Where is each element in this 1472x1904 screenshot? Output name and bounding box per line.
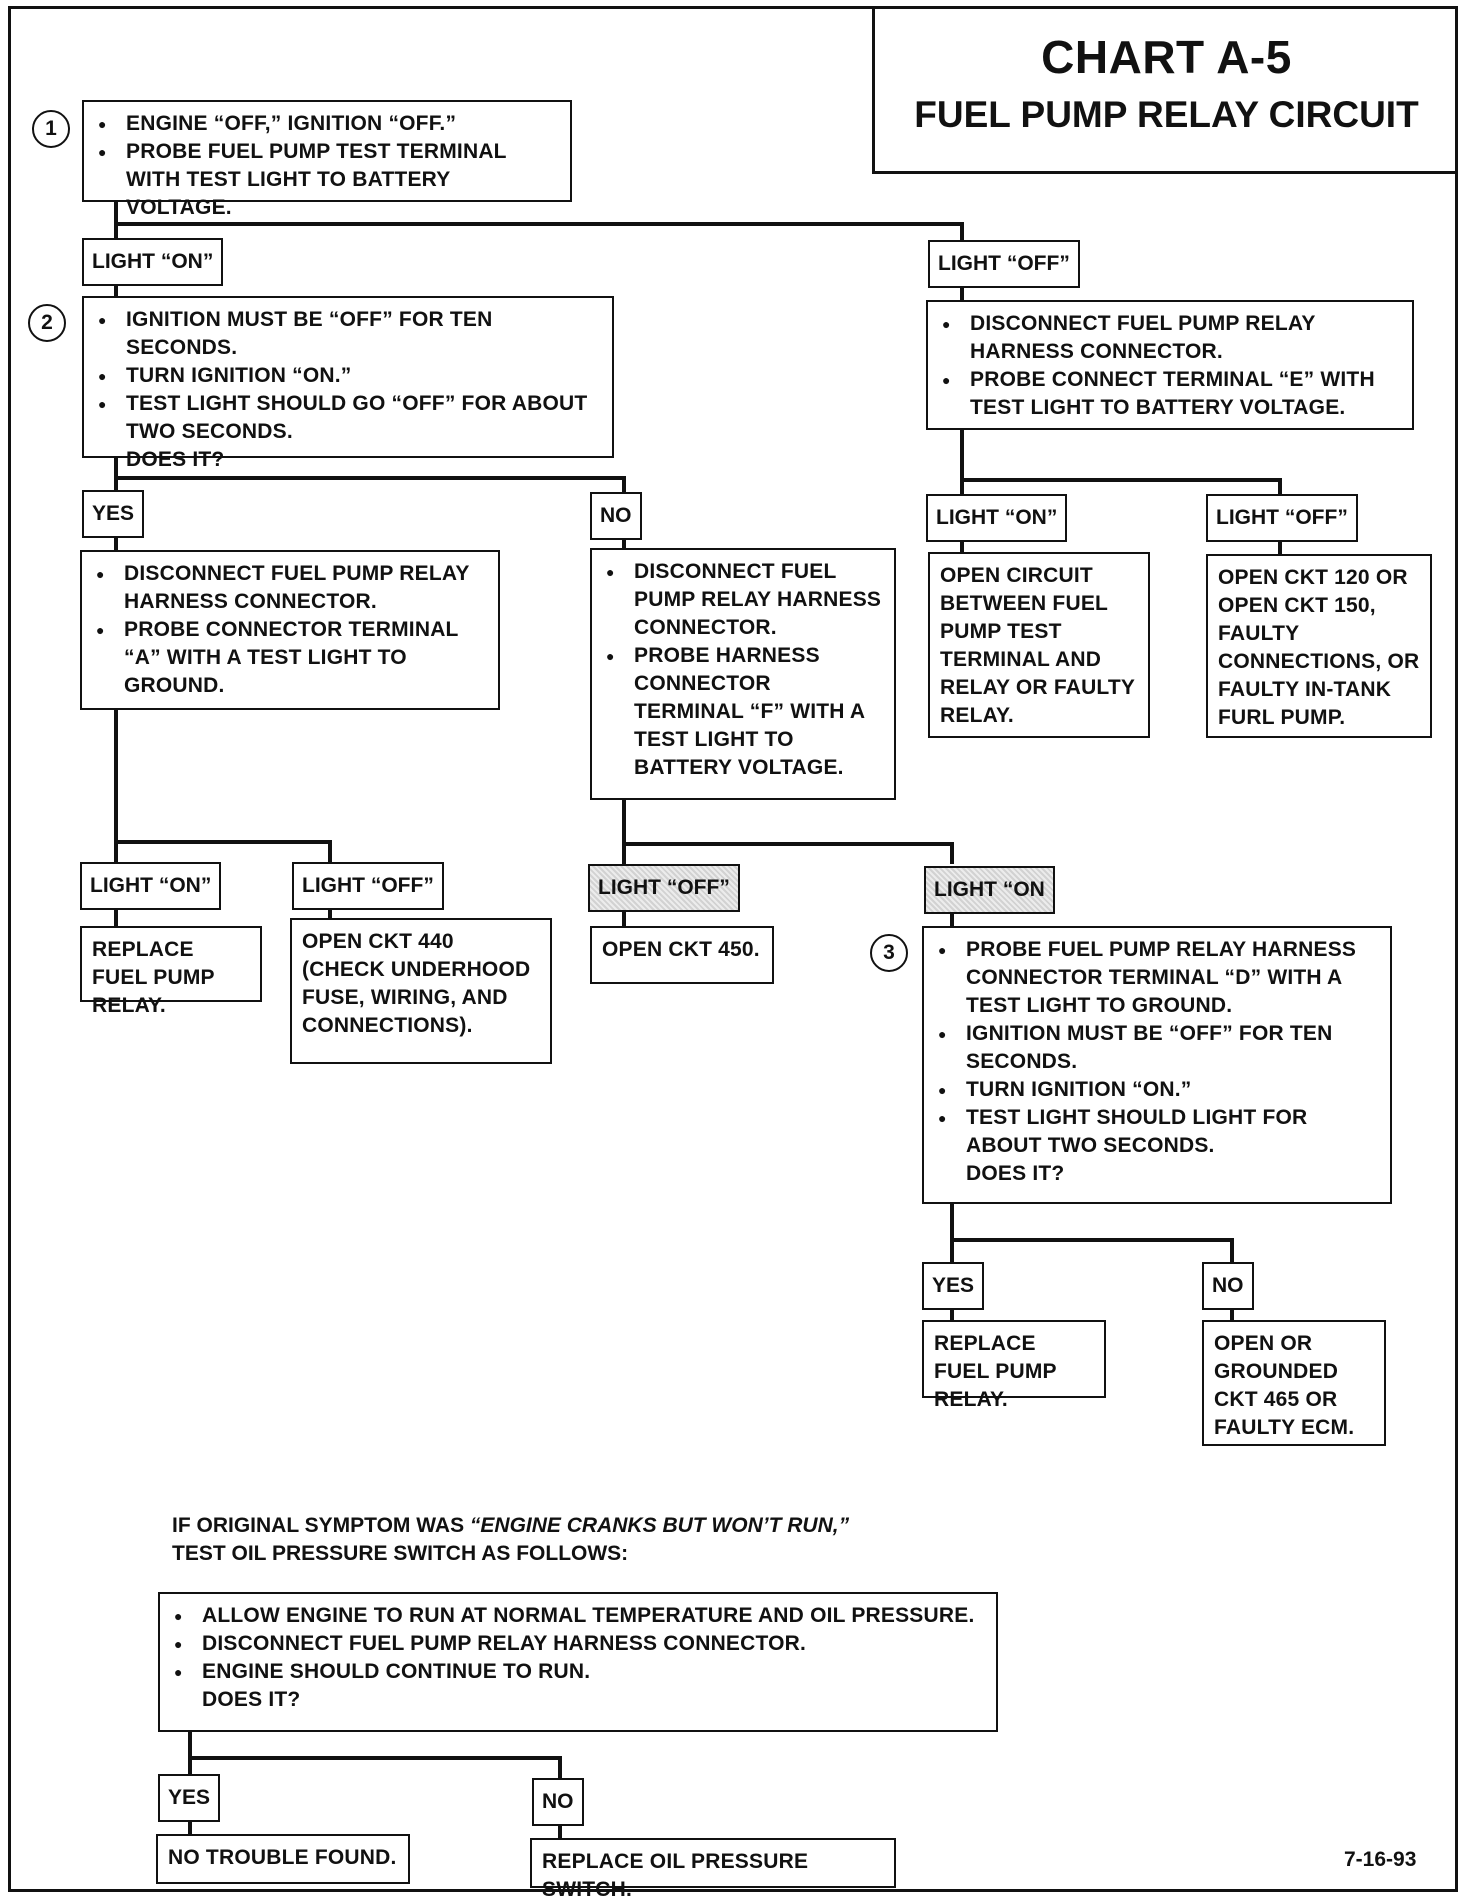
label-no: NO [590,492,642,540]
label-no: NO [1202,1262,1254,1310]
label-yes: YES [82,490,145,538]
result-replace-relay: REPLACE FUEL PUMP RELAY. [922,1320,1106,1411]
step-3-box: PROBE FUEL PUMP RELAY HARNESS CONNECTOR … [922,926,1392,1204]
step-number-1: 1 [32,110,70,148]
oil-pressure-note: IF ORIGINAL SYMPTOM WAS “ENGINE CRANKS B… [172,1512,849,1568]
chart-subtitle: FUEL PUMP RELAY CIRCUIT [914,94,1419,135]
label-yes: YES [922,1262,985,1310]
label-light-on: LIGHT “ON” [82,238,224,286]
step-2-item: IGNITION MUST BE “OFF” FOR TEN SECONDS. [94,306,602,362]
yes-box-item: DISCONNECT FUEL PUMP RELAY HARNESS CONNE… [92,560,488,616]
terminal-f-test-box: DISCONNECT FUEL PUMP RELAY HARNESS CONNE… [590,548,896,800]
revision-date: 7-16-93 [1344,1848,1417,1871]
label-light-on: LIGHT “ON” [926,494,1068,542]
step-3-item: PROBE FUEL PUMP RELAY HARNESS CONNECTOR … [934,936,1380,1020]
label-light-on: LIGHT “ON [924,866,1055,914]
step-2-item: TEST LIGHT SHOULD GO “OFF” FOR ABOUT TWO… [94,390,602,446]
result-open-ckt-440: OPEN CKT 440 (CHECK UNDERHOOD FUSE, WIRI… [290,918,552,1064]
step-3-item: IGNITION MUST BE “OFF” FOR TEN SECONDS. [934,1020,1380,1076]
oil-pressure-test-box: ALLOW ENGINE TO RUN AT NORMAL TEMPERATUR… [158,1592,998,1732]
label-light-off: LIGHT “OFF” [1206,494,1358,542]
no-box-item: DISCONNECT FUEL PUMP RELAY HARNESS CONNE… [602,558,884,642]
chart-title-block: CHART A-5 FUEL PUMP RELAY CIRCUIT [872,6,1458,174]
label-yes: YES [158,1774,221,1822]
step-3-item: TURN IGNITION “ON.” [934,1076,1380,1104]
page-border [8,6,1458,1892]
yes-box-item: PROBE CONNECTOR TERMINAL “A” WITH A TEST… [92,616,488,700]
step-number-2: 2 [28,304,66,342]
label-light-off: LIGHT “OFF” [588,864,740,912]
result-open-ckt-465: OPEN OR GROUNDED CKT 465 OR FAULTY ECM. [1202,1320,1386,1446]
terminal-a-test-box: DISCONNECT FUEL PUMP RELAY HARNESS CONNE… [80,550,500,710]
result-replace-relay: REPLACE FUEL PUMP RELAY. [80,926,262,1017]
right-box-item: DISCONNECT FUEL PUMP RELAY HARNESS CONNE… [938,310,1402,366]
step-3-question: DOES IT? [966,1162,1065,1185]
step-1-box: ENGINE “OFF,” IGNITION “OFF.” PROBE FUEL… [82,100,572,219]
oil-box-item: ENGINE SHOULD CONTINUE TO RUN. [170,1658,986,1686]
note-line-2: TEST OIL PRESSURE SWITCH AS FOLLOWS: [172,1542,629,1565]
right-box-item: PROBE CONNECT TERMINAL “E” WITH TEST LIG… [938,366,1402,422]
disconnect-relay-terminal-e-box: DISCONNECT FUEL PUMP RELAY HARNESS CONNE… [926,300,1414,430]
result-replace-oil-switch: REPLACE OIL PRESSURE SWITCH. [530,1838,896,1901]
oil-box-item: DISCONNECT FUEL PUMP RELAY HARNESS CONNE… [170,1630,986,1658]
step-2-question: DOES IT? [126,448,225,471]
result-open-ckt-450: OPEN CKT 450. [590,926,774,984]
label-no: NO [532,1778,584,1826]
step-3-item: TEST LIGHT SHOULD LIGHT FOR ABOUT TWO SE… [934,1104,1380,1160]
note-prefix: IF ORIGINAL SYMPTOM WAS [172,1514,470,1537]
chart-title: CHART A-5 [1041,31,1292,83]
step-number-3: 3 [870,934,908,972]
oil-box-item: ALLOW ENGINE TO RUN AT NORMAL TEMPERATUR… [170,1602,986,1630]
oil-question: DOES IT? [202,1688,301,1711]
label-light-off: LIGHT “OFF” [928,240,1080,288]
step-1-item: ENGINE “OFF,” IGNITION “OFF.” [94,110,560,138]
result-open-ckt-120: OPEN CKT 120 OR OPEN CKT 150, FAULTY CON… [1206,554,1432,738]
label-light-off: LIGHT “OFF” [292,862,444,910]
result-no-trouble-found: NO TROUBLE FOUND. [156,1834,410,1884]
step-2-box: IGNITION MUST BE “OFF” FOR TEN SECONDS. … [82,296,614,471]
label-light-on: LIGHT “ON” [80,862,222,910]
note-symptom: “ENGINE CRANKS BUT WON’T RUN,” [469,1514,850,1537]
no-box-item: PROBE HARNESS CONNECTOR TERMINAL “F” WIT… [602,642,884,782]
result-open-circuit: OPEN CIRCUIT BETWEEN FUEL PUMP TEST TERM… [928,552,1150,738]
step-2-item: TURN IGNITION “ON.” [94,362,602,390]
step-1-item: PROBE FUEL PUMP TEST TERMINAL WITH TEST … [94,138,560,222]
